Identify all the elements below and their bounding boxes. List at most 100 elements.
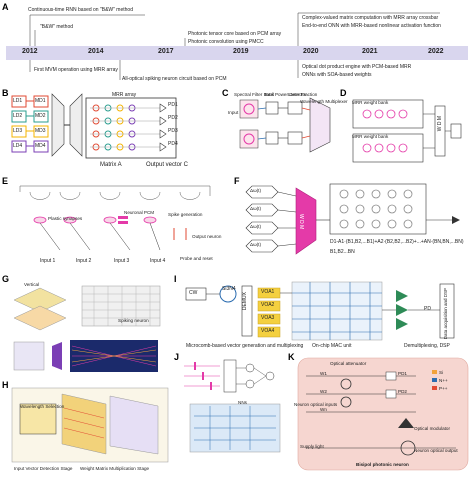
f-input: Δω(t) <box>250 242 261 247</box>
c-label: Total Power Detector <box>264 92 307 97</box>
md-label: MD3 <box>35 128 46 134</box>
k-weight: W1 <box>320 371 327 376</box>
panel-e-letter: E <box>2 176 9 186</box>
panel-h-diagram <box>11 387 169 463</box>
panel-e-diagram <box>19 185 211 251</box>
timeline-event: Photonic convolution using PMCC <box>188 39 264 45</box>
matrix-label: Matrix A <box>100 162 122 168</box>
year-label: 2020 <box>303 48 319 55</box>
ld-label: LD2 <box>13 113 23 119</box>
panel-g-diagram <box>13 285 161 372</box>
voa-label: VOA4 <box>261 328 275 334</box>
e-label: Probe and reset <box>180 256 213 261</box>
c-label: Input <box>228 110 239 115</box>
k-pd: PD2 <box>398 389 407 394</box>
e-input: Input 3 <box>114 258 130 264</box>
voa-label: VOA1 <box>261 289 275 295</box>
pd-label: PD1 <box>168 102 178 108</box>
year-label: 2021 <box>362 48 378 55</box>
k-label: Bisipol photonic neuron <box>356 462 409 467</box>
k-legend: P++ <box>439 386 448 391</box>
i-section: On-chip MAC unit <box>312 343 352 349</box>
demux-label: DEMUX <box>242 292 248 311</box>
e-label: Plastic synapses <box>48 216 83 221</box>
output-vector-label: Output vector C <box>146 162 189 168</box>
k-label: Optical attenuator <box>330 361 367 366</box>
timeline-event: All-optical spiking neuron circuit based… <box>122 76 227 82</box>
c-label: Wavelength Multiplexer <box>300 99 348 104</box>
sin-label: Si3N4 <box>222 286 236 292</box>
timeline-event: "B&W" method <box>40 24 74 30</box>
c-label: Laser Fraction <box>288 92 318 97</box>
mrr-array-label: MRR array <box>112 92 137 98</box>
panel-f-letter: F <box>234 176 240 186</box>
timeline-event: End-to-end ONN with MRR-based nonlinear … <box>302 23 441 29</box>
g-label: Vertical <box>24 282 40 287</box>
timeline-event: Complex-valued matrix computation with M… <box>302 15 439 21</box>
f-input: Δω(t) <box>250 206 261 211</box>
k-label: Neuron optical inputs <box>294 402 338 407</box>
ld-label: LD1 <box>13 98 23 104</box>
d-label: MRR weight bank <box>352 100 389 105</box>
year-label: 2014 <box>88 48 104 55</box>
i-section: Microcomb-based vector generation and mu… <box>186 343 304 349</box>
panel-i-diagram <box>185 281 455 341</box>
timeline-event: Photonic tensor core based on PCM array <box>188 31 282 37</box>
panel-j-diagram <box>184 359 281 453</box>
e-label: Neuronal PCM <box>124 210 155 215</box>
wdm-label: W D M <box>437 116 443 132</box>
pd-label: PD <box>424 306 431 312</box>
e-label: Spike generation <box>168 212 203 217</box>
panel-g-letter: G <box>2 274 10 284</box>
year-label: 2017 <box>158 48 174 55</box>
pd-label: PD2 <box>168 115 178 121</box>
panel-a-letter: A <box>2 2 9 12</box>
k-legend: N++ <box>439 378 448 383</box>
dsp-label: Data acquisition and DSP <box>443 288 448 340</box>
h-label: Input Vector Detection Stage <box>14 466 73 471</box>
d-label: MRR weight bank <box>352 134 389 139</box>
panel-k-diagram <box>297 357 469 471</box>
h-label: Weight Matrix Multiplication Stage <box>80 466 150 471</box>
panel-k-letter: K <box>288 352 295 362</box>
timeline-event: Optical dot product engine with PCM-base… <box>302 64 412 70</box>
panel-f-diagram <box>245 183 460 255</box>
year-label: 2019 <box>233 48 249 55</box>
wdm-label: W D M <box>298 214 304 230</box>
panel-b-diagram <box>11 93 177 159</box>
k-pd: PD1 <box>398 371 407 376</box>
panel-b-letter: B <box>2 88 9 98</box>
h-label: Wavelength Selection <box>20 404 65 409</box>
k-weight: W2 <box>320 389 327 394</box>
md-label: MD4 <box>35 143 46 149</box>
e-input: Input 1 <box>40 258 56 264</box>
panel-d-diagram <box>352 99 462 163</box>
panel-c-letter: C <box>222 88 229 98</box>
pd-label: PD4 <box>168 141 178 147</box>
e-input: Input 2 <box>76 258 92 264</box>
cw-label: CW <box>189 290 198 296</box>
ld-label: LD3 <box>13 128 23 134</box>
c-label: Spectral Filter Bank <box>234 92 275 97</box>
voa-label: VOA2 <box>261 302 275 308</box>
year-label: 2022 <box>428 48 444 55</box>
timeline-event: First MVM operation using MRR array <box>34 67 118 73</box>
panel-j-letter: J <box>174 352 180 362</box>
panel-c-diagram <box>239 97 331 153</box>
e-label: Output neuron <box>192 234 222 239</box>
g-label: Spiking neuron <box>118 318 149 323</box>
ld-label: LD4 <box>13 143 23 149</box>
panel-i-letter: I <box>174 274 177 284</box>
k-weight: Wn <box>320 407 327 412</box>
k-label: Optical modulator <box>414 426 451 431</box>
k-label: Supply light <box>300 444 324 449</box>
f-input: Δω(t) <box>250 188 261 193</box>
year-label: 2012 <box>22 48 38 55</box>
i-section: Demultiplexing, DSP <box>404 343 450 349</box>
f-formula2: B1,B2...BN <box>330 249 355 255</box>
voa-label: VOA3 <box>261 315 275 321</box>
f-formula: D1-A1·(B1,B2,...B1)+A2·(B2,B2,...B2)+...… <box>330 239 464 245</box>
k-legend: Si <box>439 370 444 375</box>
md-label: MD2 <box>35 113 46 119</box>
f-input: Δω(t) <box>250 224 261 229</box>
